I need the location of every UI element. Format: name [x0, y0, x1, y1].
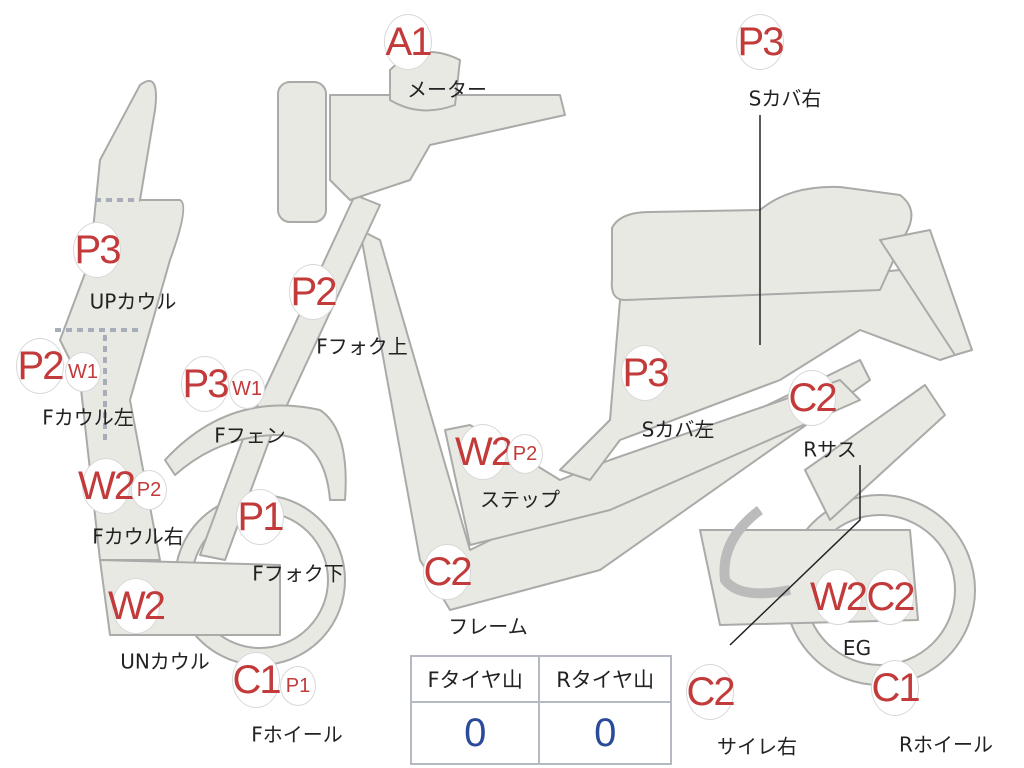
label-s-cover-right: Sカバ右	[748, 86, 822, 111]
label-muffler-right: サイレ右	[717, 734, 797, 759]
label-up-cowl: UPカウル	[89, 289, 177, 314]
label-r-wheel: Rホイール	[899, 732, 993, 757]
engine	[699, 529, 919, 626]
tire-tread-table: Fタイヤ山 Rタイヤ山 0 0	[409, 655, 672, 765]
code-badge-frame: C2	[423, 544, 473, 600]
label-f-cowl-right: Fカウル右	[92, 524, 184, 549]
rear-tire-header: Rタイヤ山	[538, 655, 672, 703]
label-step: ステップ	[480, 487, 560, 512]
sub-badge-step: P2	[507, 434, 543, 474]
front-tire-header: Fタイヤ山	[409, 655, 541, 703]
grip	[277, 81, 327, 223]
rear-shock	[804, 384, 946, 521]
code-badge-s-cover-left: P3	[621, 345, 669, 401]
label-f-cowl-left: Fカウル左	[42, 405, 134, 430]
seat	[610, 185, 913, 301]
code-badge-f-cowl-left: P2	[16, 338, 64, 394]
sub-badge-f-fender: W1	[229, 369, 265, 409]
code-badge-f-fender: P3	[181, 356, 229, 412]
code-badge-f-cowl-right: W2	[78, 458, 136, 514]
label-f-fork-lower: Fフォク下	[252, 561, 344, 586]
label-f-wheel: Fホイール	[251, 722, 343, 747]
label-engine: EG	[842, 636, 872, 660]
code-badge-f-fork-upper: P2	[289, 264, 337, 320]
muffler-pipe	[719, 506, 791, 599]
code-badge-f-fork-lower: P1	[236, 489, 284, 545]
code-badge-f-wheel: C1	[232, 652, 282, 708]
sub-badge-f-wheel: P1	[280, 666, 316, 706]
label-meter: メーター	[407, 77, 487, 102]
sub-badge-f-cowl-right: P2	[131, 470, 167, 510]
code-badge-up-cowl: P3	[73, 222, 121, 278]
code-badge-r-sus: C2	[788, 370, 838, 426]
label-f-fork-upper: Fフォク上	[316, 334, 408, 359]
front-fender	[164, 404, 347, 501]
code-badge-un-cowl: W2	[108, 578, 166, 634]
front-tire-value: 0	[409, 701, 541, 765]
label-s-cover-left: Sカバ左	[641, 417, 715, 442]
code-badge-step: W2	[455, 424, 513, 480]
sub-badge-f-cowl-left: W1	[65, 352, 101, 392]
code-badge-meter: A1	[384, 14, 432, 70]
label-f-fender: Fフェン	[214, 423, 286, 448]
handlebar	[329, 94, 566, 201]
leader-line-muffler	[729, 465, 861, 646]
code-badge-muffler-right: C2	[686, 664, 736, 720]
label-un-cowl: UNカウル	[120, 649, 210, 674]
rear-tire-value: 0	[538, 701, 672, 765]
label-r-sus: Rサス	[803, 437, 857, 462]
rear-fender	[879, 229, 973, 356]
code-badge-engine: W2	[810, 569, 868, 625]
code-badge-r-wheel: C1	[871, 660, 921, 716]
label-frame: フレーム	[448, 614, 528, 639]
sub-badge-engine: C2	[866, 569, 916, 625]
code-badge-s-cover-right: P3	[736, 14, 784, 70]
